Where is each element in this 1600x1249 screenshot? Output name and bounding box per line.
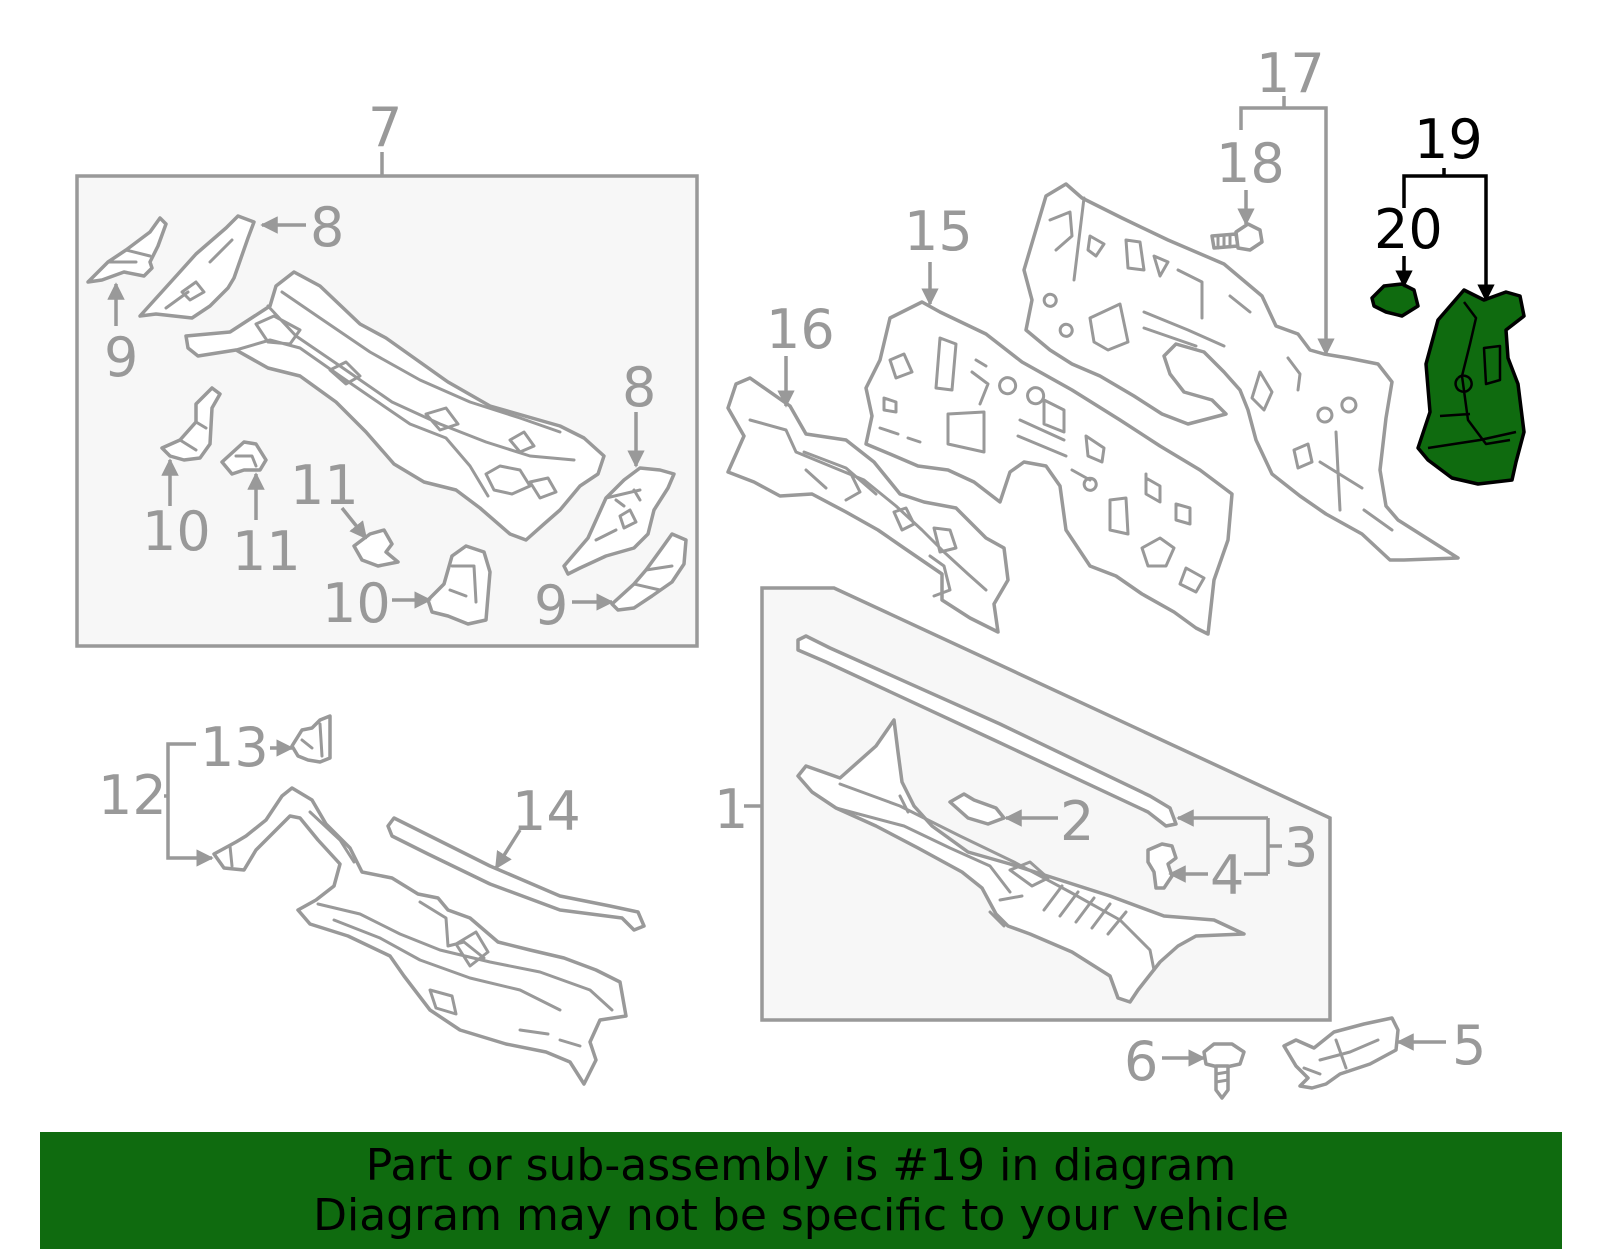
callout-3: 3 xyxy=(1284,816,1318,879)
callout-20: 20 xyxy=(1374,198,1443,261)
callout-12: 12 xyxy=(98,764,167,827)
callout-14: 14 xyxy=(512,780,581,843)
callout-8b: 8 xyxy=(622,356,656,419)
callout-16: 16 xyxy=(766,298,835,361)
part-13-bracket xyxy=(290,714,332,764)
callout-19: 19 xyxy=(1414,108,1483,171)
part-9-bracket-right xyxy=(610,532,688,612)
info-banner: Part or sub-assembly is #19 in diagram D… xyxy=(40,1132,1562,1249)
callout-2: 2 xyxy=(1060,790,1094,853)
banner-line-2: Diagram may not be specific to your vehi… xyxy=(313,1189,1289,1241)
callout-18: 18 xyxy=(1216,132,1285,195)
part-18-bolt xyxy=(1210,222,1264,252)
callout-6: 6 xyxy=(1124,1030,1158,1093)
leader-14 xyxy=(494,829,522,870)
part-15-dash-panel xyxy=(864,300,1234,636)
part-10-bracket-left xyxy=(160,386,222,462)
callout-17: 17 xyxy=(1256,42,1325,105)
part-20-clip-highlighted xyxy=(1370,282,1420,318)
part-3-weatherstrip xyxy=(796,634,1178,828)
part-8-bracket-right xyxy=(562,466,676,576)
callout-7: 7 xyxy=(368,96,402,159)
leader-12-bracket xyxy=(166,742,214,867)
callout-15: 15 xyxy=(904,200,973,263)
part-8-bracket-top xyxy=(138,214,256,320)
part-12-cowl-lower xyxy=(212,786,628,1086)
callout-5: 5 xyxy=(1452,1014,1486,1077)
callout-8a: 8 xyxy=(310,196,344,259)
banner-line-1: Part or sub-assembly is #19 in diagram xyxy=(365,1139,1237,1191)
callout-10a: 10 xyxy=(142,500,211,563)
callout-9b: 9 xyxy=(534,574,568,637)
callout-10b: 10 xyxy=(322,572,391,635)
callout-1: 1 xyxy=(714,778,748,841)
leader-11b xyxy=(340,506,368,540)
part-6-bolt xyxy=(1202,1042,1246,1100)
callout-4: 4 xyxy=(1210,844,1244,907)
cowl-panel-upper xyxy=(184,270,606,542)
callout-11b: 11 xyxy=(232,520,301,583)
callout-9a: 9 xyxy=(104,326,138,389)
callout-13: 13 xyxy=(200,716,269,779)
part-16-member xyxy=(726,376,1010,634)
part-17-dash-panel xyxy=(1022,182,1460,562)
group-7-assembly xyxy=(75,152,699,648)
part-14-weatherstrip xyxy=(386,816,646,932)
part-2-clip xyxy=(948,792,1006,826)
callout-11a: 11 xyxy=(290,454,359,517)
group-1-assembly xyxy=(744,586,1332,1022)
